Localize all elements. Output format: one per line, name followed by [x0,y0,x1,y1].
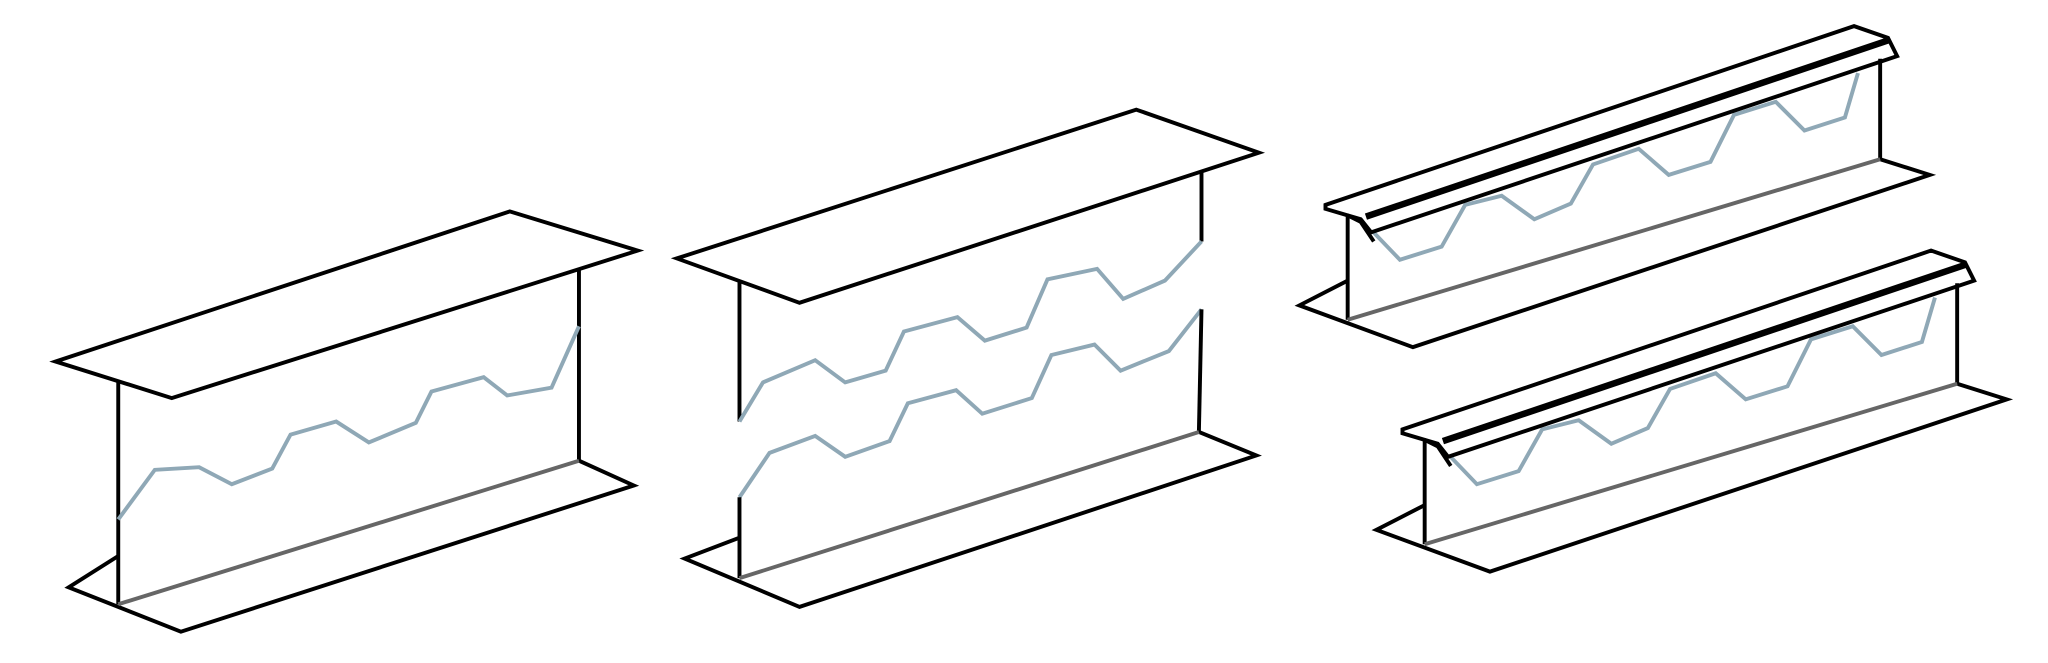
beam-castellated-bottom [1371,248,2014,574]
top-flange [670,107,1266,305]
top-flange [49,209,645,401]
web-base-edge [1347,157,1881,322]
web-base-edge [117,458,580,607]
flange-notch [1423,438,1453,468]
flange-notch [1346,213,1376,243]
upper-cut-line [737,240,1203,423]
flange-lip [1441,261,1967,445]
cut-line [1367,72,1860,262]
beam-castellated [49,209,645,634]
bottom-flange [679,430,1262,609]
beam-castellated-top [1294,24,1937,350]
web-base-edge [738,430,1200,581]
lower-web-right-edge [1196,309,1204,433]
beam-split-web [670,107,1266,609]
bottom-flange [1294,157,1937,350]
cut-line [116,325,581,521]
bottom-flange [1371,381,2014,574]
flange-lip [1364,37,1890,220]
bottom-flange [64,458,640,634]
cut-line [1444,297,1937,487]
web-base-edge [1424,381,1958,547]
lower-cut-line [737,308,1204,499]
